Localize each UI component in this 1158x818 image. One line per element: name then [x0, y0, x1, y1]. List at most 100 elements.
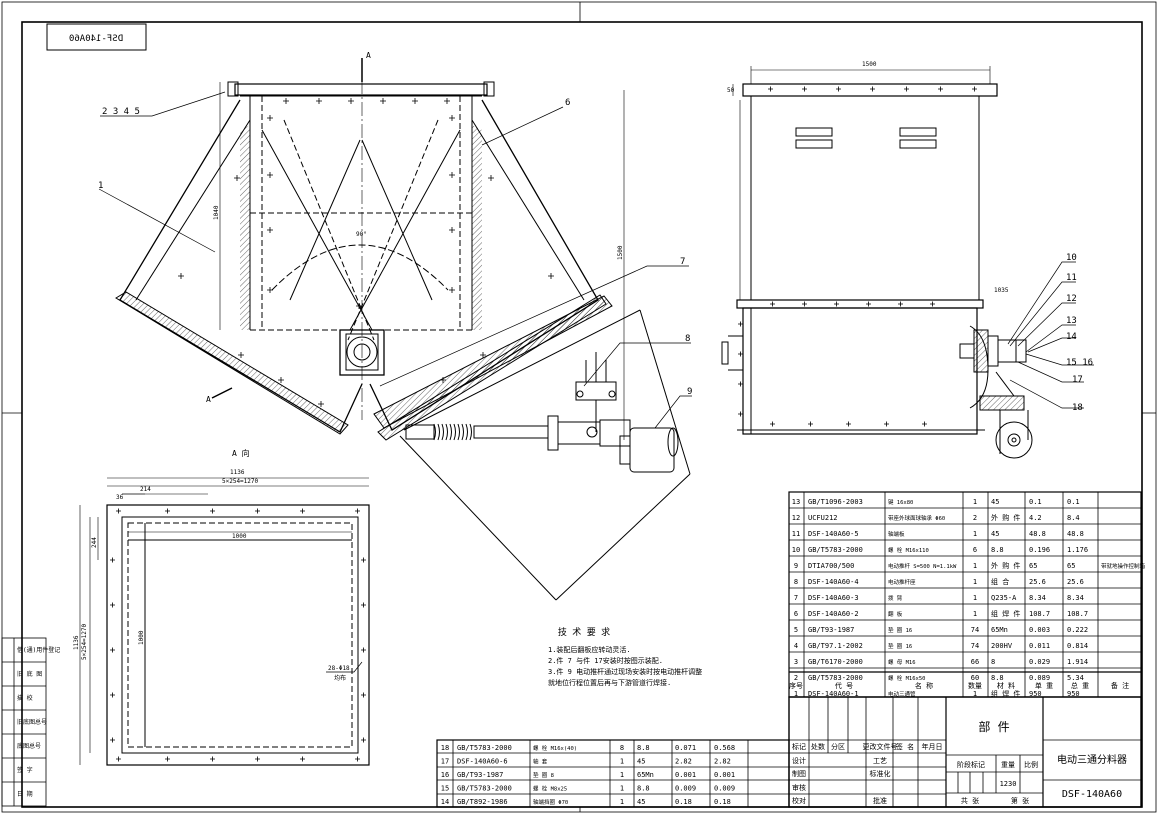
bom-lower-cell: 14 [441, 798, 449, 806]
bom-upper-cell: 外 购 件 [991, 561, 1020, 570]
bom-upper-cell: 950 [1029, 690, 1042, 698]
bom-upper-cell: UCFU212 [808, 514, 838, 522]
bom-upper-cell: 0.196 [1029, 546, 1050, 554]
bom-lower-cell: 16 [441, 771, 449, 779]
dim-text: 90° [356, 231, 367, 238]
bom-upper-cell: DSF-140A60-2 [808, 610, 859, 618]
bom-upper-cell: 48.8 [1029, 530, 1046, 538]
bom-upper-cell: 11 [792, 530, 800, 538]
bom-upper-cell: 2 [973, 514, 977, 522]
bom-upper-cell: 0.003 [1029, 626, 1050, 634]
leader-labels: 2 3 4 5 6 1 7 8 9 10 11 12 13 14 15 16 1… [98, 51, 1093, 458]
bom-lower-cell: 垫 圈 8 [533, 771, 554, 779]
dim-text: 1136 [73, 635, 80, 650]
bom-upper-cell: 65 [1067, 562, 1075, 570]
left-margin-strip [1, 637, 47, 807]
bom-upper-cell: 108.7 [1029, 610, 1050, 618]
dim-text: 214 [140, 486, 151, 493]
bom-lower-cell: 18 [441, 744, 449, 752]
bom-upper-cell: 1 [973, 498, 977, 506]
bom-upper-cell: 2 [794, 674, 798, 682]
dim-text: 244 [91, 537, 98, 548]
bom-lower-cell: 8.8 [637, 785, 650, 793]
bom-upper-cell: 0.089 [1029, 674, 1050, 682]
bom-upper-cell: 键 16x80 [888, 498, 913, 506]
bom-lower-cell: 轴 套 [533, 758, 548, 766]
bom-upper-cell: 3 [794, 658, 798, 666]
bom-upper-cell: GB/T1096-2003 [808, 498, 863, 506]
bom-upper-cell: GB/T97.1-2002 [808, 642, 863, 650]
tech-req-title: 技 术 要 求 [558, 626, 610, 638]
bom-lower-cell: GB/T93-1987 [457, 771, 503, 779]
technical-requirements: 技 术 要 求 1.装配后翻板应转动灵活. 2.件 7 与件 17安装时按图示装… [548, 626, 702, 687]
section-label-left: A [206, 395, 211, 404]
bom-lower-cell: 0.001 [675, 771, 696, 779]
product-name: 电动三通分料器 [1057, 753, 1127, 766]
dim-text: 1000 [138, 630, 145, 645]
view-a-note-leader [326, 661, 363, 673]
bom-lower-cell: 15 [441, 785, 449, 793]
margin-label: 旧 底 图 [17, 670, 42, 678]
tech-req-line: 就地位行程位置后再与下游管道行焊接. [548, 678, 671, 687]
bom-lower-cell: 0.009 [714, 785, 735, 793]
bom-upper-header: 序号 [789, 681, 803, 690]
bom-lower-cell: GB/T892-1986 [457, 798, 508, 806]
margin-label: 借(通)用件登记 [17, 646, 60, 654]
bom-upper-cell: 12 [792, 514, 800, 522]
side-view-marks [738, 86, 977, 427]
bom-upper-header: 数量 [968, 681, 982, 690]
leader-label-9: 9 [687, 387, 692, 397]
bom-upper-cell: 电动推杆 S=500 N=1.1kW [888, 562, 957, 570]
view-a-bolts [110, 508, 366, 762]
bom-upper-cell: 电动推杆座 [888, 578, 916, 586]
margin-label: 旧底图总号 [17, 718, 47, 726]
bom-lower-cell: 17 [441, 758, 449, 766]
bom-lower-cell: 0.071 [675, 744, 696, 752]
bom-upper-cell: 45 [991, 530, 999, 538]
bom-upper-cell: 6 [973, 546, 977, 554]
leader-label-11: 11 [1066, 273, 1077, 283]
bom-lower-cell: GB/T5783-2000 [457, 744, 512, 752]
bom-upper-header: 名 称 [915, 681, 933, 690]
bom-lower-cell: 0.568 [714, 744, 735, 752]
bom-upper-cell: 950 [1067, 690, 1080, 698]
left-row-label: 制图 [792, 769, 806, 778]
left-margin-labels: 借(通)用件登记 旧 底 图 描 校 旧底图总号 底图总号 签 字 日 期 [17, 646, 60, 798]
bom-upper-header: 单 重 [1035, 681, 1053, 690]
stage-label: 阶段标记 [957, 760, 985, 769]
bom-upper-cell: DTIA700/500 [808, 562, 854, 570]
bom-upper-cell: 0.1 [1029, 498, 1042, 506]
change-header: 处数 [811, 742, 825, 751]
margin-label: 日 期 [17, 790, 33, 798]
bom-upper-cell: 1 [794, 690, 798, 698]
bom-lower-cell: 0.009 [675, 785, 696, 793]
bom-lower-cell: 1 [620, 798, 624, 806]
bom-lower-cell: DSF-140A60-6 [457, 758, 508, 766]
leader-label-1: 1 [98, 181, 103, 191]
sheet-no: 第 张 [1011, 796, 1029, 805]
dim-text: 5×254=1270 [222, 478, 259, 485]
bom-upper-cell: 轴端板 [888, 530, 905, 538]
leader-label-13: 13 [1066, 316, 1077, 326]
bom-upper-cell: 8 [794, 578, 798, 586]
dim-text: 均布 [334, 674, 346, 682]
bom-upper-cell: 65Mn [991, 626, 1008, 634]
mid-row-label: 批准 [873, 796, 887, 805]
leader-label-10: 10 [1066, 253, 1077, 263]
bom-upper-header: 代 号 [835, 681, 853, 690]
bom-upper-cell: 0.011 [1029, 642, 1050, 650]
mirrored-code-text: DSF-140A60 [69, 34, 123, 44]
dim-text: 36 [116, 494, 124, 501]
bom-upper-cell: 0.814 [1067, 642, 1088, 650]
title-block [788, 696, 1142, 808]
bom-upper-cell: 7 [794, 594, 798, 602]
bom-upper-cell: 60 [971, 674, 979, 682]
bom-upper-cell: GB/T5783-2000 [808, 546, 863, 554]
bom-upper-cell: 74 [971, 626, 979, 634]
bom-upper-cell: 25.6 [1029, 578, 1046, 586]
bom-upper-cell: 0.1 [1067, 498, 1080, 506]
dim-text: 1500 [862, 61, 877, 68]
leader-label-14: 14 [1066, 332, 1077, 342]
